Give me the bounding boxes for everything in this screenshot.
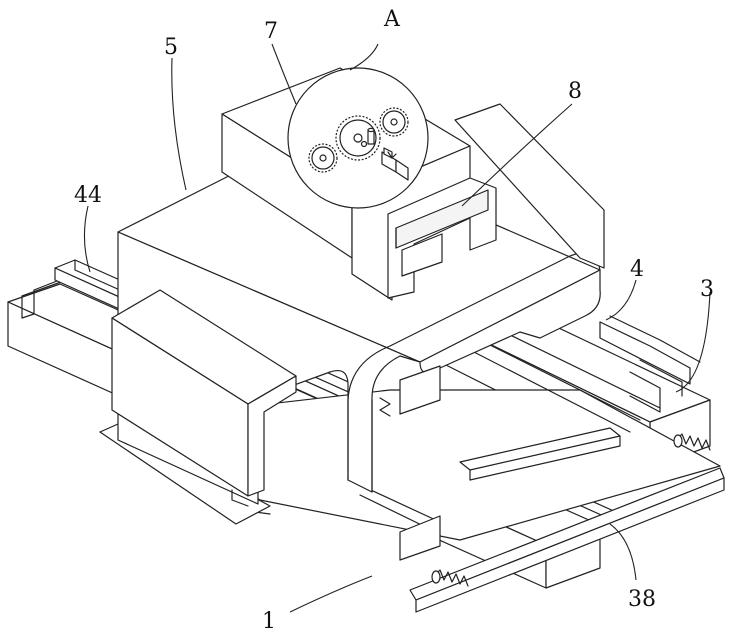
gear-shaft (368, 128, 374, 144)
label-7: 7 (264, 19, 278, 44)
label-5: 5 (164, 35, 178, 60)
label-38: 38 (628, 587, 656, 612)
gear-small-right (380, 108, 408, 136)
label-1: 1 (262, 609, 276, 634)
label-44: 44 (74, 183, 102, 208)
label-3: 3 (700, 277, 714, 302)
label-4: 4 (630, 257, 644, 282)
label-a: A (383, 7, 401, 32)
gear-small-left (309, 144, 337, 172)
label-8: 8 (568, 79, 582, 104)
